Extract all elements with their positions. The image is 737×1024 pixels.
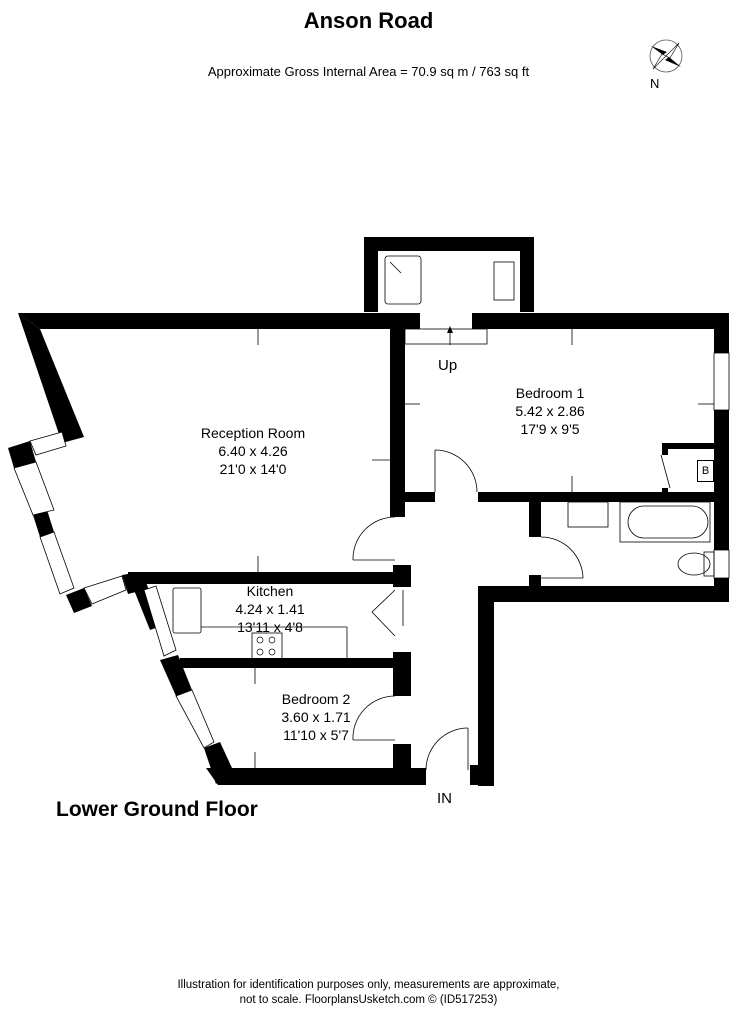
plan-title: Anson Road — [303, 8, 434, 33]
room-name: Bedroom 1 — [515, 385, 585, 401]
room-imperial: 17'9 x 9'5 — [520, 421, 580, 437]
room-metric: 6.40 x 4.26 — [218, 443, 288, 459]
room-metric: 5.42 x 2.86 — [515, 403, 585, 419]
room-bedroom-2: Bedroom 2 3.60 x 1.71 11'10 x 5'7 — [256, 690, 376, 744]
room-imperial: 13'11 x 4'8 — [237, 619, 303, 635]
room-bedroom-1: Bedroom 1 5.42 x 2.86 17'9 x 9'5 — [480, 384, 620, 438]
disclaimer: Illustration for identification purposes… — [0, 978, 737, 1008]
north-label: N — [650, 76, 660, 91]
room-metric: 4.24 x 1.41 — [235, 601, 305, 617]
disclaimer-line-1: Illustration for identification purposes… — [177, 979, 560, 991]
room-name: Reception Room — [200, 425, 306, 441]
room-metric: 3.60 x 1.71 — [281, 709, 351, 725]
gross-area-text: Approximate Gross Internal Area = 70.9 s… — [207, 64, 530, 79]
room-kitchen: Kitchen 4.24 x 1.41 13'11 x 4'8 — [210, 582, 330, 636]
room-name: Kitchen — [246, 583, 294, 599]
room-name: Bedroom 2 — [281, 691, 351, 707]
stairs-up-label: Up — [438, 357, 458, 374]
room-reception: Reception Room 6.40 x 4.26 21'0 x 14'0 — [168, 424, 338, 478]
entrance-label: IN — [437, 790, 452, 807]
room-imperial: 21'0 x 14'0 — [219, 461, 287, 477]
boiler-label: B — [697, 460, 714, 482]
disclaimer-line-2: not to scale. FloorplansUsketch.com © (I… — [239, 994, 498, 1006]
compass-rose-icon — [649, 39, 683, 73]
floor-name: Lower Ground Floor — [56, 798, 258, 821]
room-imperial: 11'10 x 5'7 — [283, 727, 349, 743]
